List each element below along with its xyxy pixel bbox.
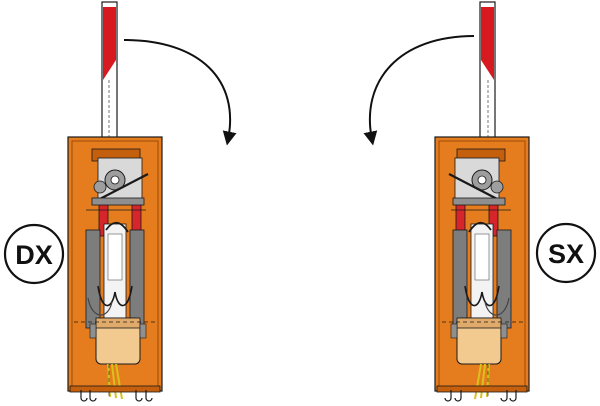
clockwise-arrow-icon — [123, 39, 237, 146]
sx-badge-circle — [535, 222, 597, 284]
dx-badge-circle — [3, 223, 65, 285]
barrier-sx — [433, 0, 531, 403]
barrier-dx — [66, 0, 164, 403]
sx-badge: SX — [535, 222, 597, 284]
dx-badge: DX — [3, 223, 65, 285]
counterclockwise-arrow-icon — [363, 35, 475, 146]
dx-label: DX — [15, 240, 53, 270]
sx-label: SX — [548, 239, 584, 269]
